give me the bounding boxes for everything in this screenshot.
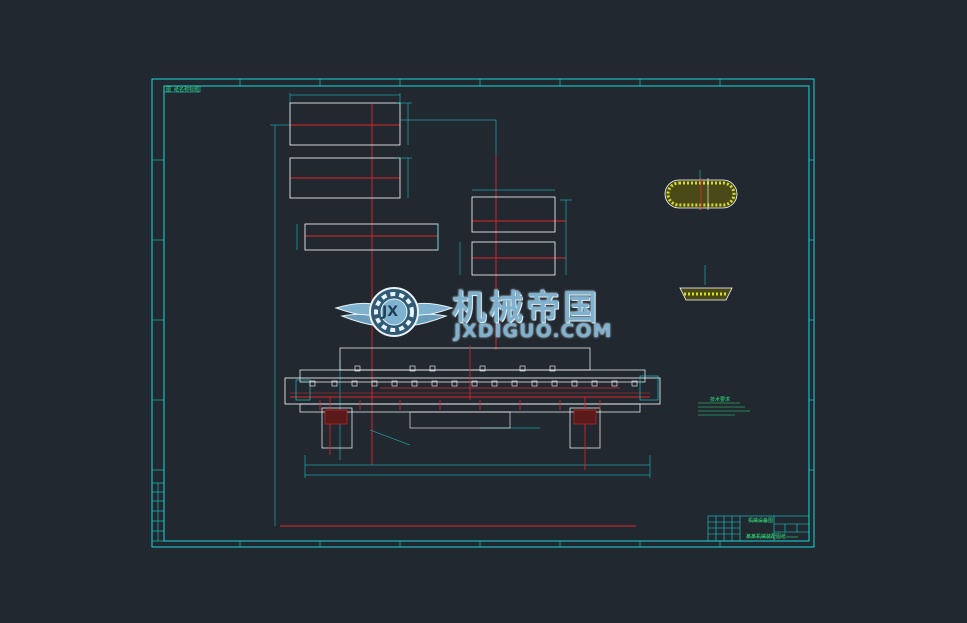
logo-letters: JX bbox=[382, 304, 399, 320]
watermark: JX 机械帝国 JXDIGUO.COM bbox=[334, 280, 634, 344]
outer-border bbox=[151, 78, 815, 548]
gear-wings-logo-icon bbox=[334, 287, 454, 337]
revision-table bbox=[151, 482, 165, 542]
section-views bbox=[289, 102, 556, 276]
title-block bbox=[707, 515, 810, 542]
notes-lines bbox=[698, 402, 750, 416]
inner-border bbox=[163, 85, 810, 542]
title-block-name: 机械设备图 bbox=[748, 518, 774, 524]
detail-section-b bbox=[679, 287, 733, 301]
brand-name-cn: 机械帝国 bbox=[452, 288, 600, 328]
brand-name-en: JXDIGUO.COM bbox=[454, 320, 613, 342]
bolt-holes bbox=[309, 365, 638, 387]
dimension-lines bbox=[270, 93, 706, 526]
corner-label: 图 纸名称标题 bbox=[166, 87, 200, 93]
zone-ticks bbox=[152, 79, 814, 547]
detail-section-a bbox=[664, 178, 738, 210]
red-bolt-marks bbox=[319, 387, 620, 410]
title-block-subtitle: 某某机械装配图纸 bbox=[746, 534, 787, 540]
main-assembly-view bbox=[284, 345, 661, 470]
technical-notes-heading: 技术要求 bbox=[710, 397, 731, 403]
corner-title-box bbox=[163, 85, 201, 93]
title-block-text-marks bbox=[746, 520, 798, 538]
